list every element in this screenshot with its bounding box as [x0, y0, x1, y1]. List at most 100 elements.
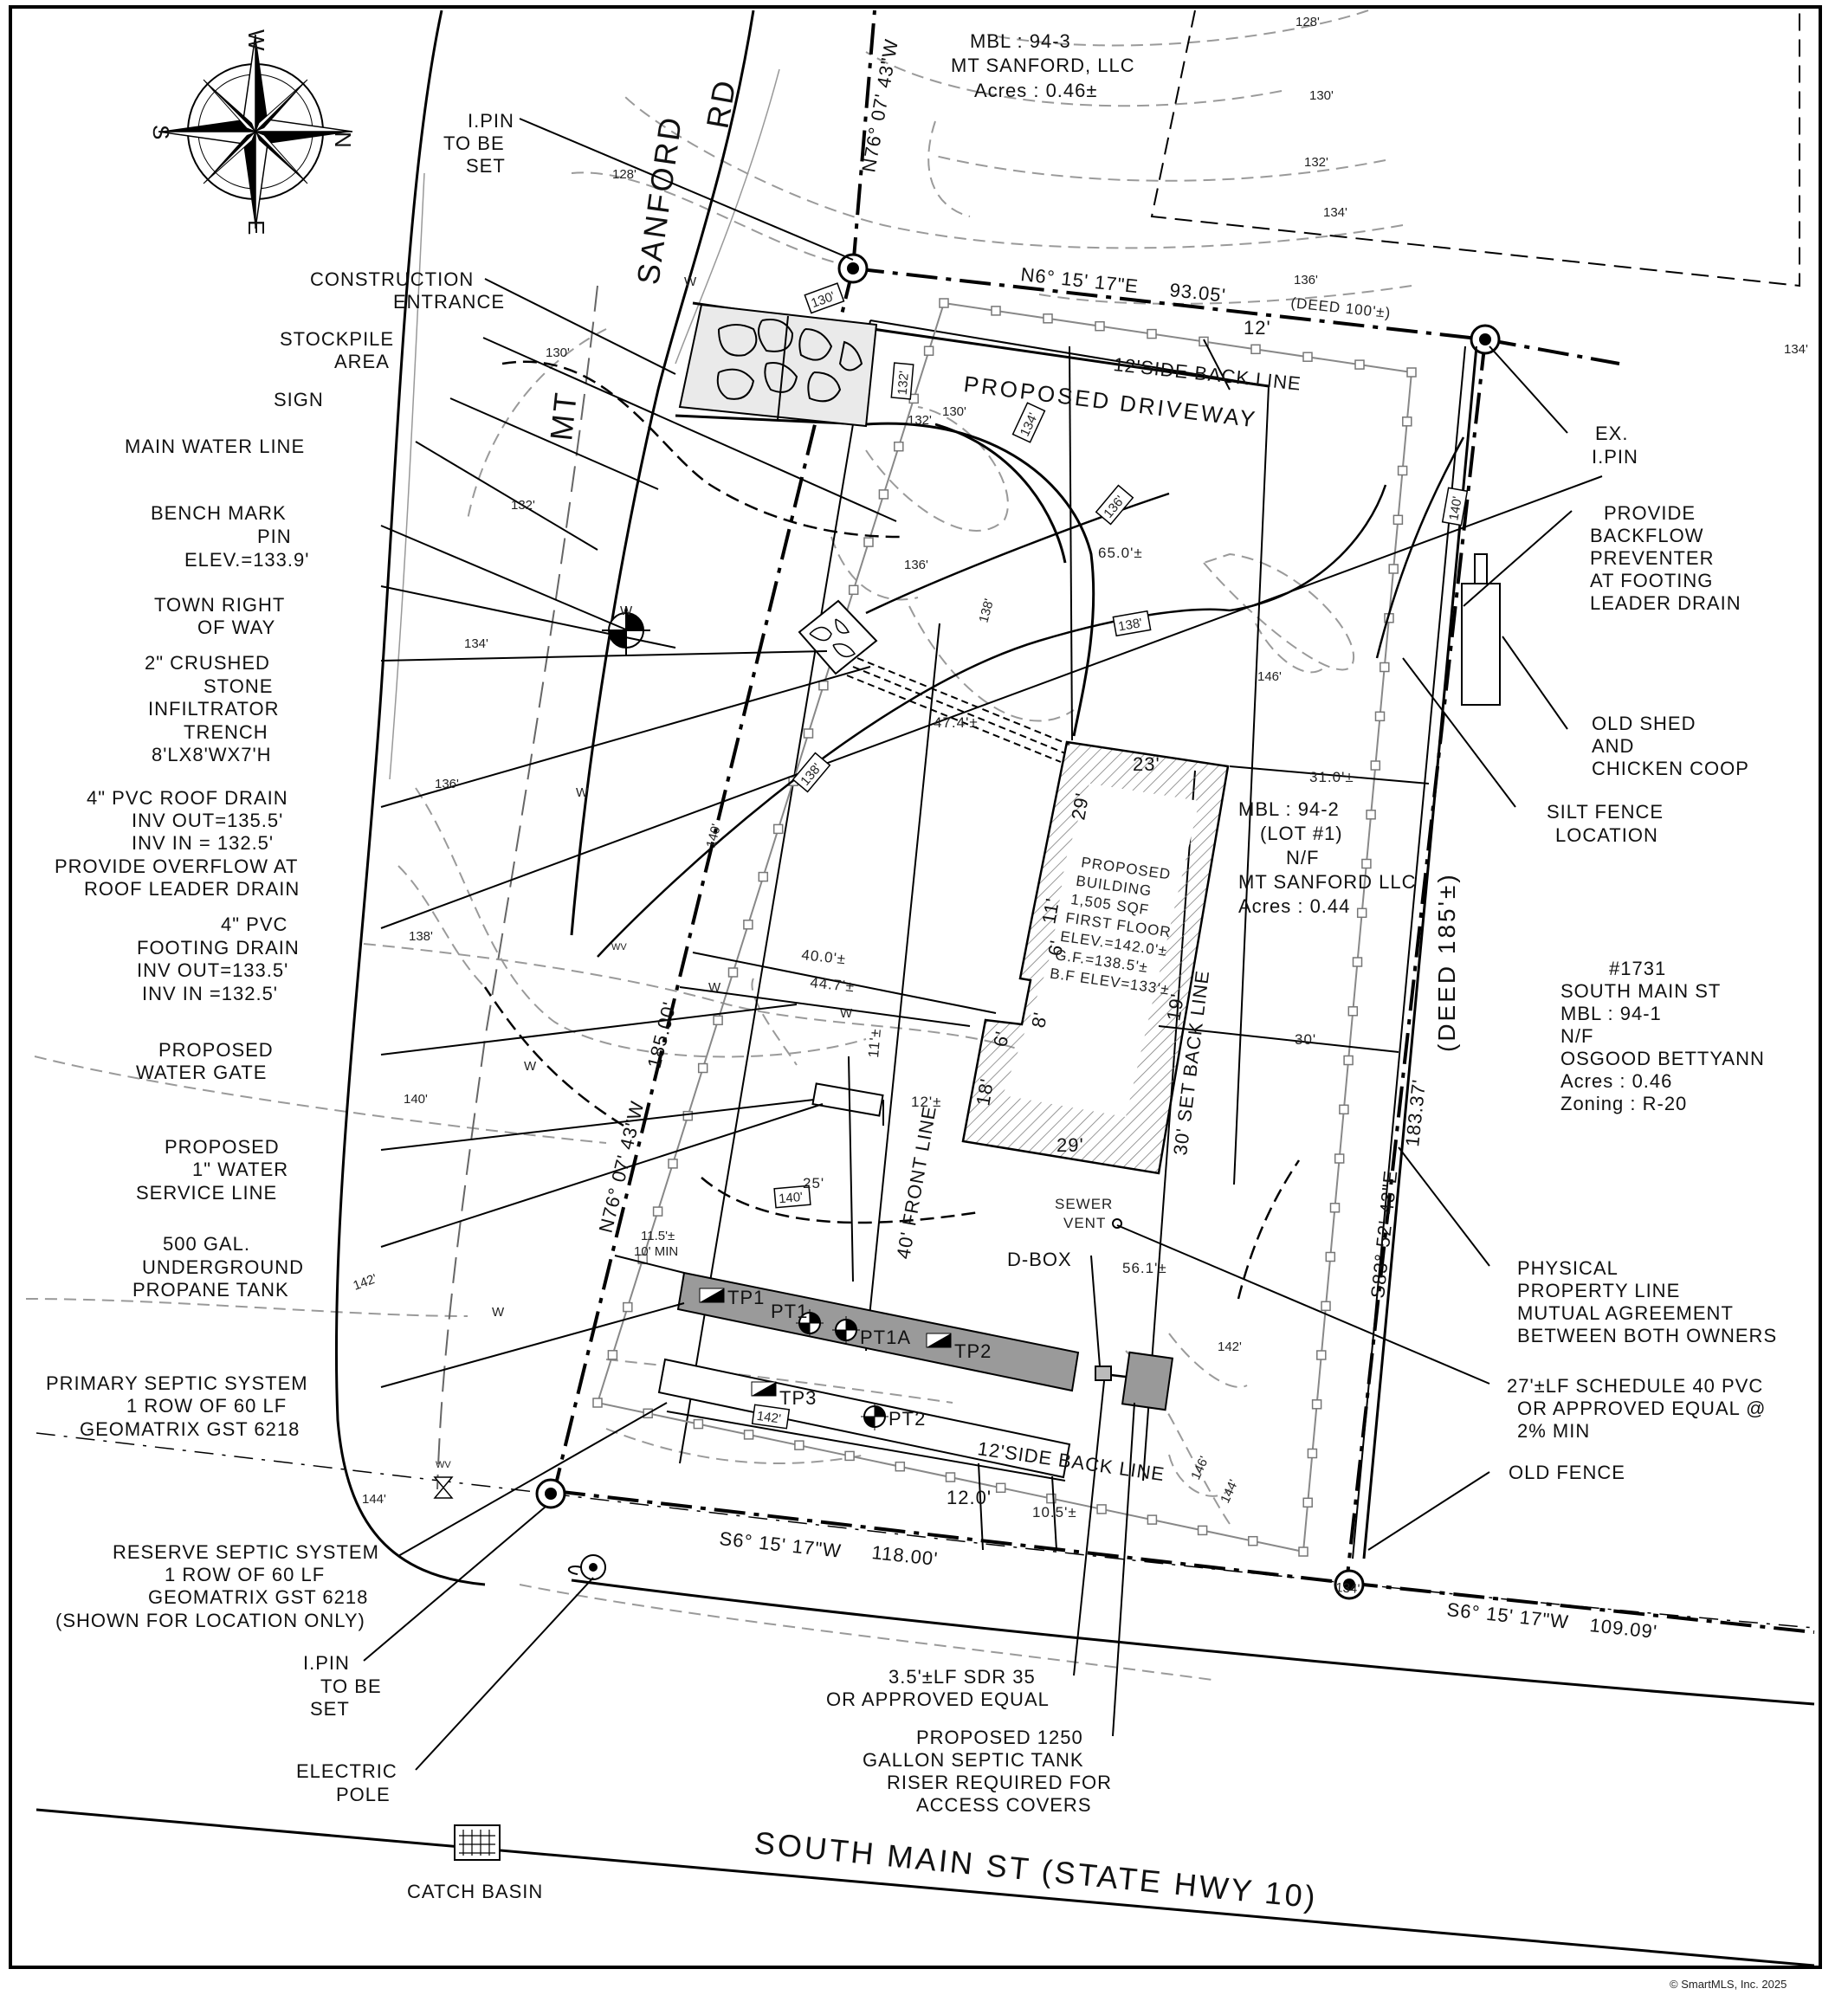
- callout-old-fence-1: OLD FENCE: [1509, 1462, 1625, 1483]
- primary-septic-system: [676, 1271, 1080, 1392]
- callout-reserve-4: (SHOWN FOR LOCATION ONLY): [55, 1610, 365, 1631]
- setback-side-top: 12'SIDE BACK LINE: [1112, 353, 1302, 395]
- callout-i-pin-bottom-1: I.PIN: [303, 1652, 350, 1674]
- callout-sign-1: SIGN: [274, 389, 324, 410]
- fence-post: [991, 306, 1001, 316]
- dim-25: 25': [803, 1175, 824, 1191]
- fence-post: [818, 680, 829, 691]
- callout-bench-2: PIN: [257, 526, 292, 547]
- old-shed-annex: [1474, 553, 1488, 584]
- parcel-east-line-5: OSGOOD BETTYANN: [1560, 1048, 1765, 1069]
- fence-post: [1329, 1203, 1341, 1213]
- fence-post: [1321, 1301, 1331, 1312]
- contour-label-13: 134': [1335, 1580, 1360, 1597]
- deed-north: (DEED 100'±): [1290, 294, 1392, 321]
- fence-post: [1370, 760, 1381, 771]
- callout-primary-2: 1 ROW OF 60 LF: [126, 1395, 287, 1417]
- test-pit-icons: [699, 1288, 952, 1430]
- callout-ex-pin-2: I.PIN: [1592, 446, 1638, 468]
- mt-sanford-road: [334, 10, 780, 1586]
- contour-label-17: 142': [1218, 1340, 1242, 1354]
- callout-water-gate: PROPOSED WATER GATE: [136, 1039, 273, 1083]
- d-box: [1095, 1366, 1112, 1381]
- wv-label-2: WV: [611, 942, 627, 952]
- w-marker-7: W: [576, 785, 589, 800]
- pipe-tag-5: 138': [1117, 616, 1144, 635]
- dim-12: 12'±: [911, 1094, 942, 1110]
- fence-post: [652, 1206, 663, 1217]
- south-main-label: SOUTH MAIN ST (STATE HWY 10): [753, 1824, 1319, 1915]
- parcel-north-line-1: MBL : 94-3: [970, 30, 1071, 52]
- pt2-label: PT2: [888, 1408, 926, 1430]
- dim-65: 65.0'±: [1098, 545, 1143, 561]
- callout-reserve-1: RESERVE SEPTIC SYSTEM: [113, 1541, 379, 1563]
- callout-i-pin-top-1: I.PIN: [468, 110, 514, 132]
- callout-old-fence: OLD FENCE: [1509, 1462, 1625, 1483]
- tp3-label: TP3: [779, 1387, 817, 1409]
- callout-primary-3: GEOMATRIX GST 6218: [80, 1418, 300, 1440]
- fence-post: [1046, 1493, 1056, 1504]
- pipe-tag-7: 140': [1446, 495, 1465, 522]
- dim-40: 40.0'±: [801, 946, 847, 967]
- callout-primary-septic: PRIMARY SEPTIC SYSTEM 1 ROW OF 60 LF GEO…: [46, 1372, 308, 1440]
- callout-tank-1: PROPOSED 1250: [916, 1727, 1083, 1748]
- dim-11: 11'±: [865, 1028, 884, 1059]
- fence-post: [1347, 1006, 1359, 1017]
- contour-label-12: 132': [908, 413, 932, 428]
- contour-label-23: 134': [1323, 205, 1347, 220]
- callout-silt-1: SILT FENCE: [1547, 801, 1664, 823]
- parcel-east-line-1: #1731: [1609, 958, 1666, 979]
- callout-pvc27-3: 2% MIN: [1517, 1420, 1590, 1442]
- w-marker-1: W: [684, 274, 697, 289]
- parcel-lot1-line-2: (LOT #1): [1260, 823, 1343, 844]
- fence-post: [1366, 810, 1376, 820]
- callout-roof-4: PROVIDE OVERFLOW AT: [55, 855, 298, 877]
- callout-construction-2: ENTRANCE: [393, 291, 505, 313]
- callout-backflow-4: AT FOOTING: [1590, 570, 1713, 591]
- contour-label-22: 132': [1304, 155, 1328, 170]
- dim-6b: 6': [1044, 938, 1068, 957]
- bearing-south: S6° 15' 17"W: [718, 1527, 842, 1562]
- contour-label-16: 140': [703, 823, 724, 849]
- callout-construction-1: CONSTRUCTION: [310, 268, 474, 290]
- fence-post: [1406, 367, 1417, 378]
- silt-fence-line: [483, 360, 1301, 1300]
- callout-trench-4: TRENCH: [184, 721, 268, 743]
- contour-label-6: 138': [409, 929, 433, 944]
- credit-text: © SmartMLS, Inc. 2025: [1670, 1978, 1787, 1991]
- sewer-label-2: VENT: [1063, 1215, 1106, 1231]
- callout-pvc27-2: OR APPROVED EQUAL @: [1517, 1398, 1766, 1419]
- callout-physical-3: MUTUAL AGREEMENT: [1517, 1302, 1734, 1324]
- callout-bench-3: ELEV.=133.9': [184, 549, 309, 571]
- contour-label-21: 130': [1309, 88, 1334, 103]
- proposed-building: [961, 740, 1230, 1175]
- pin-top-icon: [837, 253, 869, 284]
- callout-footing-4: INV IN =132.5': [142, 983, 278, 1004]
- callout-physical-1: PHYSICAL: [1517, 1257, 1619, 1279]
- callout-shed-1: OLD SHED: [1592, 713, 1696, 734]
- fence-post: [1311, 1399, 1322, 1410]
- fence-post: [1250, 344, 1261, 355]
- parcel-east-label: #1731 SOUTH MAIN ST MBL : 94-1 N/F OSGOO…: [1560, 958, 1765, 1114]
- dimension-labels: 12' 65.0'± 47.4'± 31.0'± 23' 29' 29' 18'…: [634, 317, 1354, 1520]
- parcel-north-line-2: MT SANFORD, LLC: [951, 55, 1135, 76]
- callout-backflow: PROVIDE BACKFLOW PREVENTER AT FOOTING LE…: [1590, 502, 1741, 614]
- fence-post: [1334, 1153, 1345, 1164]
- callout-sdr: 3.5'±LF SDR 35 OR APPROVED EQUAL: [826, 1666, 1049, 1710]
- dim-47: 47.4'±: [934, 714, 979, 731]
- callout-primary-1: PRIMARY SEPTIC SYSTEM: [46, 1372, 308, 1394]
- fence-post: [844, 1450, 855, 1462]
- fence-post: [1325, 1251, 1336, 1262]
- callout-backflow-1: PROVIDE: [1604, 502, 1696, 524]
- contour-label-9: 144': [362, 1492, 386, 1507]
- dim-19: 19': [1162, 991, 1188, 1023]
- fence-post: [1095, 320, 1105, 332]
- contour-label-20: 128': [1296, 15, 1320, 29]
- fence-post: [1147, 1514, 1158, 1525]
- fence-post: [1380, 662, 1390, 673]
- parcel-lot1-line-5: Acres : 0.44: [1238, 895, 1350, 917]
- callout-town-1: TOWN RIGHT: [154, 594, 285, 616]
- dim-10-5: 10.5'±: [1032, 1504, 1077, 1520]
- tp1-icon: [699, 1288, 725, 1303]
- road-label-mt: MT: [543, 389, 584, 442]
